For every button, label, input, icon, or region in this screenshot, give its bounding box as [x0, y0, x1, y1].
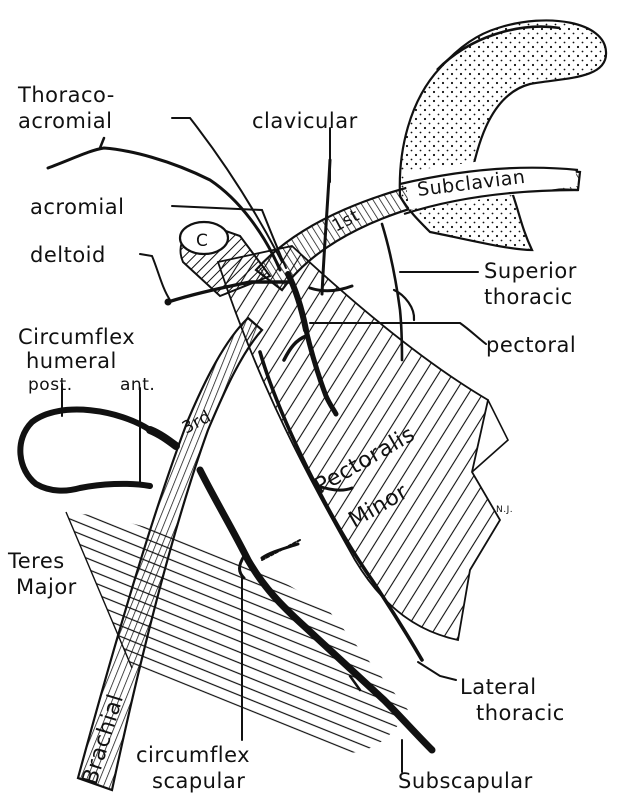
label-scapular: scapular	[152, 769, 245, 793]
label-acromial-1: acromial	[18, 109, 112, 133]
label-circumflex-2: circumflex	[136, 743, 250, 767]
label-lateral: Lateral	[460, 675, 537, 699]
label-major: Major	[16, 575, 77, 599]
label-pectoral: pectoral	[486, 333, 576, 357]
label-superior: Superior	[484, 259, 577, 283]
label-acromial-2: acromial	[30, 195, 124, 219]
label-initials: N.J.	[496, 505, 513, 515]
label-clavicular: clavicular	[252, 109, 358, 133]
label-teres: Teres	[7, 549, 65, 573]
label-subscapular: Subscapular	[398, 769, 533, 793]
label-deltoid: deltoid	[30, 243, 106, 267]
first-rib	[400, 20, 606, 250]
label-thoracic-1: thoracic	[484, 285, 573, 309]
label-ant: ant.	[120, 375, 155, 395]
label-thoracic-2: thoracic	[476, 701, 565, 725]
label-humeral: humeral	[26, 349, 117, 373]
label-circumflex-1: Circumflex	[18, 325, 135, 349]
label-post: post.	[28, 375, 73, 395]
label-c: C	[196, 231, 208, 251]
label-thoraco: Thoraco-	[17, 83, 115, 107]
